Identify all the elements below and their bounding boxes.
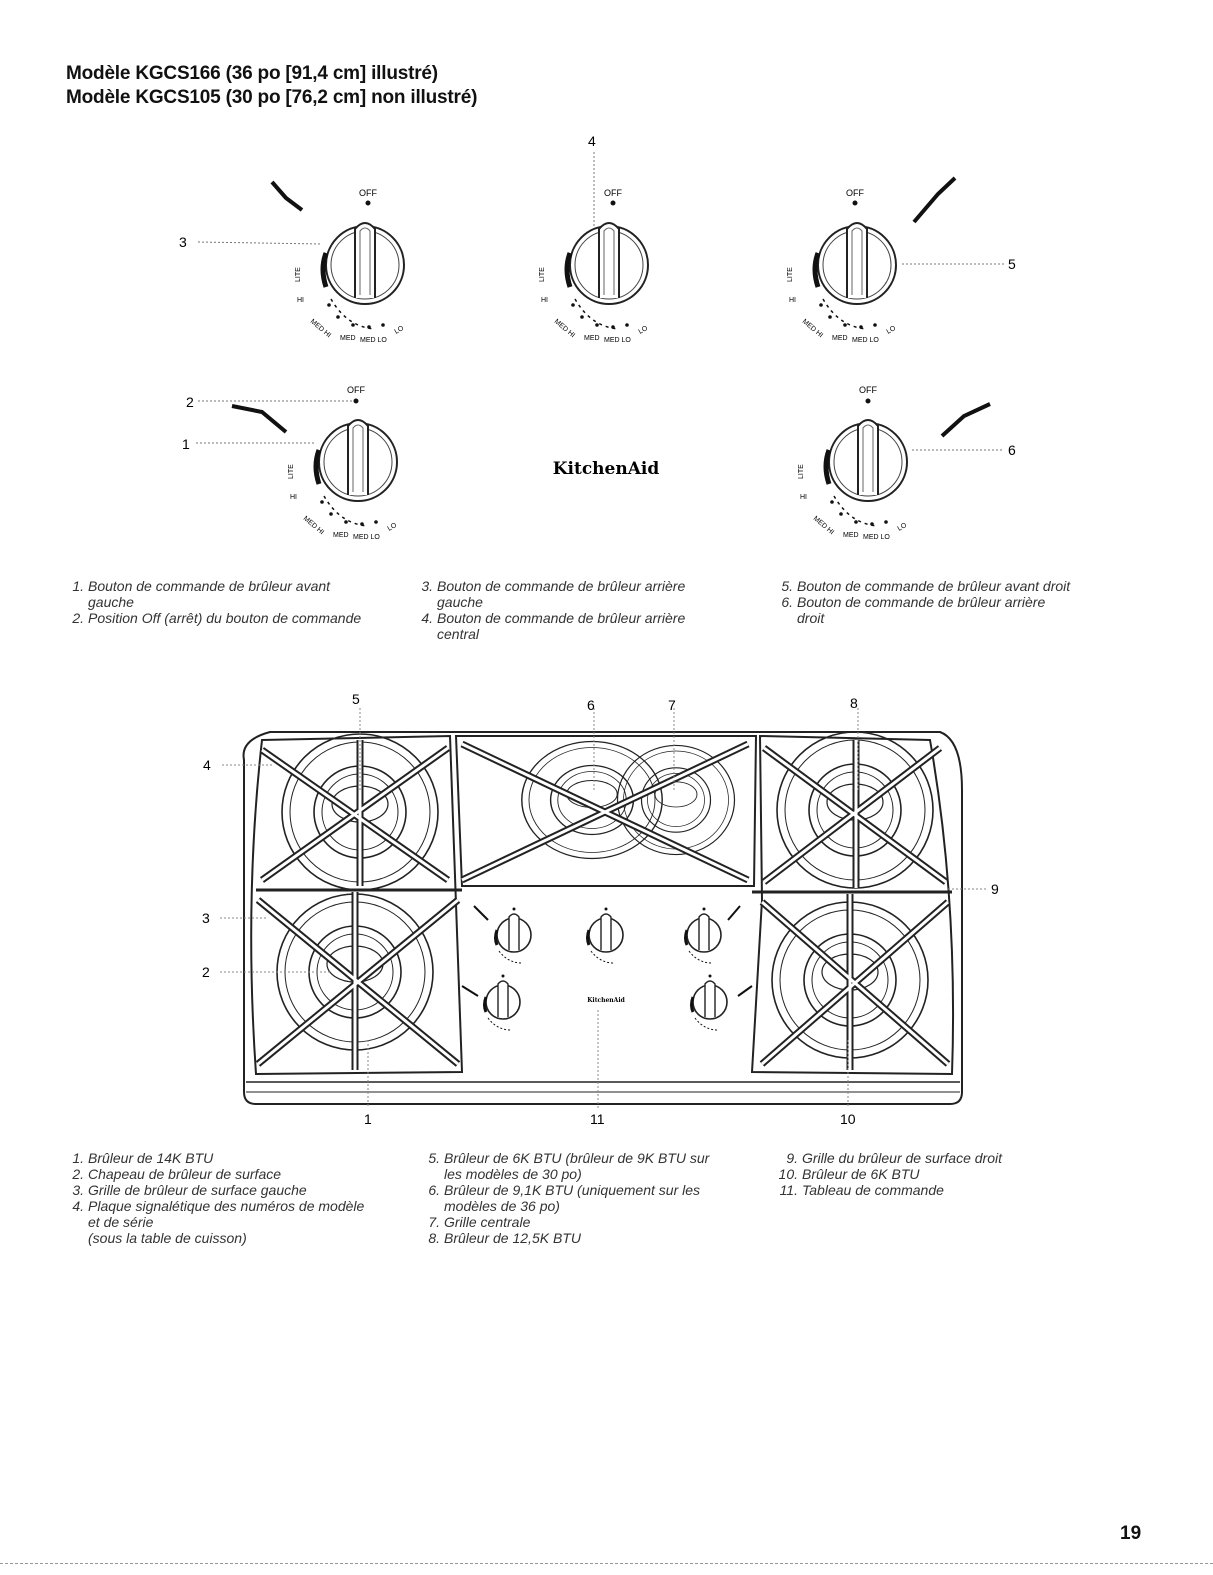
lo-label: LO: [638, 325, 650, 336]
title-line-1: Modèle KGCS166 (36 po [91,4 cm] illustré…: [66, 63, 438, 84]
callout-3: 3: [179, 234, 187, 250]
med-hi-label: MED HI: [302, 515, 325, 536]
lite-label: LITE: [295, 267, 302, 282]
controls-legend-col-3: 5.Bouton de commande de brûleur avant dr…: [773, 578, 1153, 626]
hi-label: HI: [541, 297, 548, 304]
bottom-rule: [0, 1563, 1213, 1564]
list-item: 10.Brûleur de 6K BTU: [778, 1166, 920, 1182]
cooktop-legend-col-3: 9.Grille du brûleur de surface droit 10.…: [778, 1150, 1158, 1198]
med-hi-label: MED HI: [553, 318, 576, 339]
knob-front-left: OFF LITE HI MED HI MED MED LO LO: [231, 385, 399, 541]
rotation-arrow: [231, 404, 288, 434]
med-label: MED: [843, 532, 859, 539]
lo-label: LO: [886, 325, 898, 336]
lo-label: LO: [387, 522, 399, 533]
callout-7: 7: [668, 697, 676, 713]
list-item: 3.Grille de brûleur de surface gauche: [72, 1182, 307, 1198]
page-title: Modèle KGCS166 (36 po [91,4 cm] illustré…: [66, 62, 477, 110]
right-grate: [750, 731, 955, 1076]
list-item: 6.Brûleur de 9,1K BTU (uniquement sur le…: [428, 1182, 701, 1214]
callout-3: 3: [202, 910, 210, 926]
med-hi-label: MED HI: [309, 318, 332, 339]
callout-5: 5: [1008, 256, 1016, 272]
brand-logo: KitchenAid: [553, 459, 660, 479]
list-item: 8.Brûleur de 12,5K BTU: [428, 1230, 581, 1246]
hi-label: HI: [789, 297, 796, 304]
rotation-arrow: [912, 176, 957, 224]
callout-1: 1: [182, 436, 190, 452]
list-item: 2.Chapeau de brûleur de surface: [72, 1166, 282, 1182]
callout-5: 5: [352, 691, 360, 707]
hi-label: HI: [290, 494, 297, 501]
list-item: 5.Bouton de commande de brûleur avant dr…: [781, 578, 1071, 594]
rotation-arrow: [270, 180, 304, 212]
knob-rear-left: OFF LITE HI MED HI MED MED LO LO: [270, 180, 406, 344]
med-lo-label: MED LO: [360, 337, 387, 344]
med-lo-label: MED LO: [353, 534, 380, 541]
title-line-2: Modèle KGCS105 (30 po [76,2 cm] non illu…: [66, 87, 478, 108]
med-lo-label: MED LO: [604, 337, 631, 344]
callout-6: 6: [587, 697, 595, 713]
callout-11: 11: [590, 1111, 605, 1127]
control-knobs-diagram: OFF LITE HI MED HI MED MED LO LO 3 OFF L…: [179, 133, 1016, 541]
hi-label: HI: [297, 297, 304, 304]
knob-rear-right: OFF LITE HI MED HI MED MED LO LO: [798, 385, 991, 541]
list-item: 5.Brûleur de 6K BTU (brûleur de 9K BTU s…: [428, 1150, 710, 1182]
cooktop-base: [242, 731, 963, 1105]
list-item: 11.Tableau de commande: [779, 1182, 944, 1198]
cooktop-legend-col-1: 1.Brûleur de 14K BTU 2.Chapeau de brûleu…: [64, 1150, 424, 1246]
off-label: OFF: [846, 188, 864, 198]
lite-label: LITE: [787, 267, 794, 282]
med-label: MED: [832, 335, 848, 342]
callout-2: 2: [186, 394, 194, 410]
callout-8: 8: [850, 695, 858, 711]
page-number: 19: [1120, 1523, 1142, 1544]
knob-front-right: OFF LITE HI MED HI MED MED LO LO: [787, 176, 957, 344]
callout-2: 2: [202, 964, 210, 980]
list-item: 4.Plaque signalétique des numéros de mod…: [72, 1198, 365, 1246]
callout-4: 4: [588, 133, 596, 149]
list-item: 9.Grille du brûleur de surface droit: [786, 1150, 1002, 1166]
lite-label: LITE: [798, 464, 805, 479]
med-lo-label: MED LO: [852, 337, 879, 344]
list-item: 2.Position Off (arrêt) du bouton de comm…: [72, 610, 362, 626]
off-label: OFF: [359, 188, 377, 198]
med-label: MED: [340, 335, 356, 342]
med-label: MED: [333, 532, 349, 539]
left-grate: [250, 733, 464, 1076]
cooktop-legend-col-2: 5.Brûleur de 6K BTU (brûleur de 9K BTU s…: [420, 1150, 790, 1246]
off-label: OFF: [859, 385, 877, 395]
callout-1: 1: [364, 1111, 372, 1127]
list-item: 7.Grille centrale: [428, 1214, 531, 1230]
brand-logo-small: KitchenAid: [587, 997, 625, 1004]
list-item: 1.Brûleur de 14K BTU: [72, 1150, 214, 1166]
lite-label: LITE: [539, 267, 546, 282]
callout-6: 6: [1008, 442, 1016, 458]
callout-9: 9: [991, 881, 999, 897]
hi-label: HI: [800, 494, 807, 501]
rotation-arrow: [940, 402, 991, 438]
lite-label: LITE: [288, 464, 295, 479]
callout-10: 10: [840, 1111, 856, 1127]
off-label: OFF: [604, 188, 622, 198]
off-label: OFF: [347, 385, 365, 395]
med-lo-label: MED LO: [863, 534, 890, 541]
callout-4: 4: [203, 757, 211, 773]
med-hi-label: MED HI: [801, 318, 824, 339]
lo-label: LO: [394, 325, 406, 336]
med-hi-label: MED HI: [812, 515, 835, 536]
center-grate: [454, 735, 758, 887]
knob-rear-center: OFF LITE HI MED HI MED MED LO LO: [539, 188, 650, 344]
lo-label: LO: [897, 522, 909, 533]
control-panel: KitchenAid: [461, 905, 753, 1032]
med-label: MED: [584, 335, 600, 342]
